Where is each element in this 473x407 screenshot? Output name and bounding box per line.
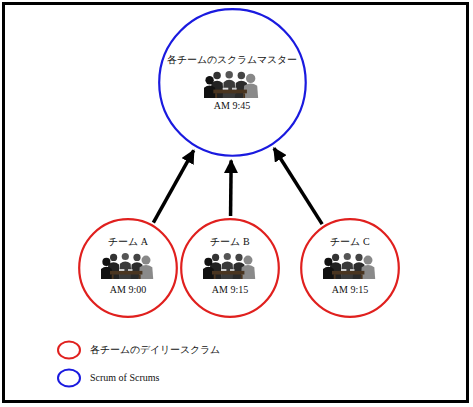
- legend-swatch: [56, 340, 82, 360]
- outer-frame: [4, 4, 468, 402]
- circle-outline: [180, 218, 280, 318]
- legend-swatch: [58, 370, 80, 387]
- node-heading: 各チームのスクラムマスター: [167, 54, 297, 66]
- daily-scrum-circle: チーム B AM 9:15: [180, 218, 280, 318]
- arrow-connector: [274, 148, 322, 224]
- circle-outline: [181, 219, 279, 317]
- arrow-connector: [229, 160, 233, 216]
- circle-outline: [78, 218, 178, 318]
- legend-label: 各チームのデイリースクラム: [90, 344, 220, 356]
- circle-outline: [300, 218, 400, 318]
- circle-outline: [158, 8, 307, 157]
- circle-outline: [79, 219, 177, 317]
- legend-label: Scrum of Scrums: [90, 372, 159, 384]
- daily-scrum-circle: チーム C AM 9:15: [300, 218, 400, 318]
- scrum-of-scrums-circle: 各チームのスクラムマスター AM 9:45: [158, 8, 307, 157]
- legend-swatch: [56, 368, 82, 388]
- meeting-picture: [323, 253, 375, 279]
- meeting-picture: [204, 71, 258, 98]
- node-heading: チーム A: [108, 236, 148, 248]
- meeting-picture: [203, 253, 255, 279]
- meeting-time: AM 9:45: [214, 100, 250, 112]
- meeting-time: AM 9:15: [212, 284, 248, 296]
- node-heading: チーム B: [210, 236, 249, 248]
- legend-swatch: [58, 342, 80, 359]
- meeting-picture: [101, 253, 153, 279]
- daily-scrum-circle: チーム A AM 9:00: [78, 218, 178, 318]
- meeting-time: AM 9:00: [110, 284, 146, 296]
- arrow-connector: [153, 150, 193, 222]
- circle-outline: [301, 219, 399, 317]
- meeting-time: AM 9:15: [332, 284, 368, 296]
- circle-outline: [159, 9, 306, 156]
- node-heading: チーム C: [330, 236, 369, 248]
